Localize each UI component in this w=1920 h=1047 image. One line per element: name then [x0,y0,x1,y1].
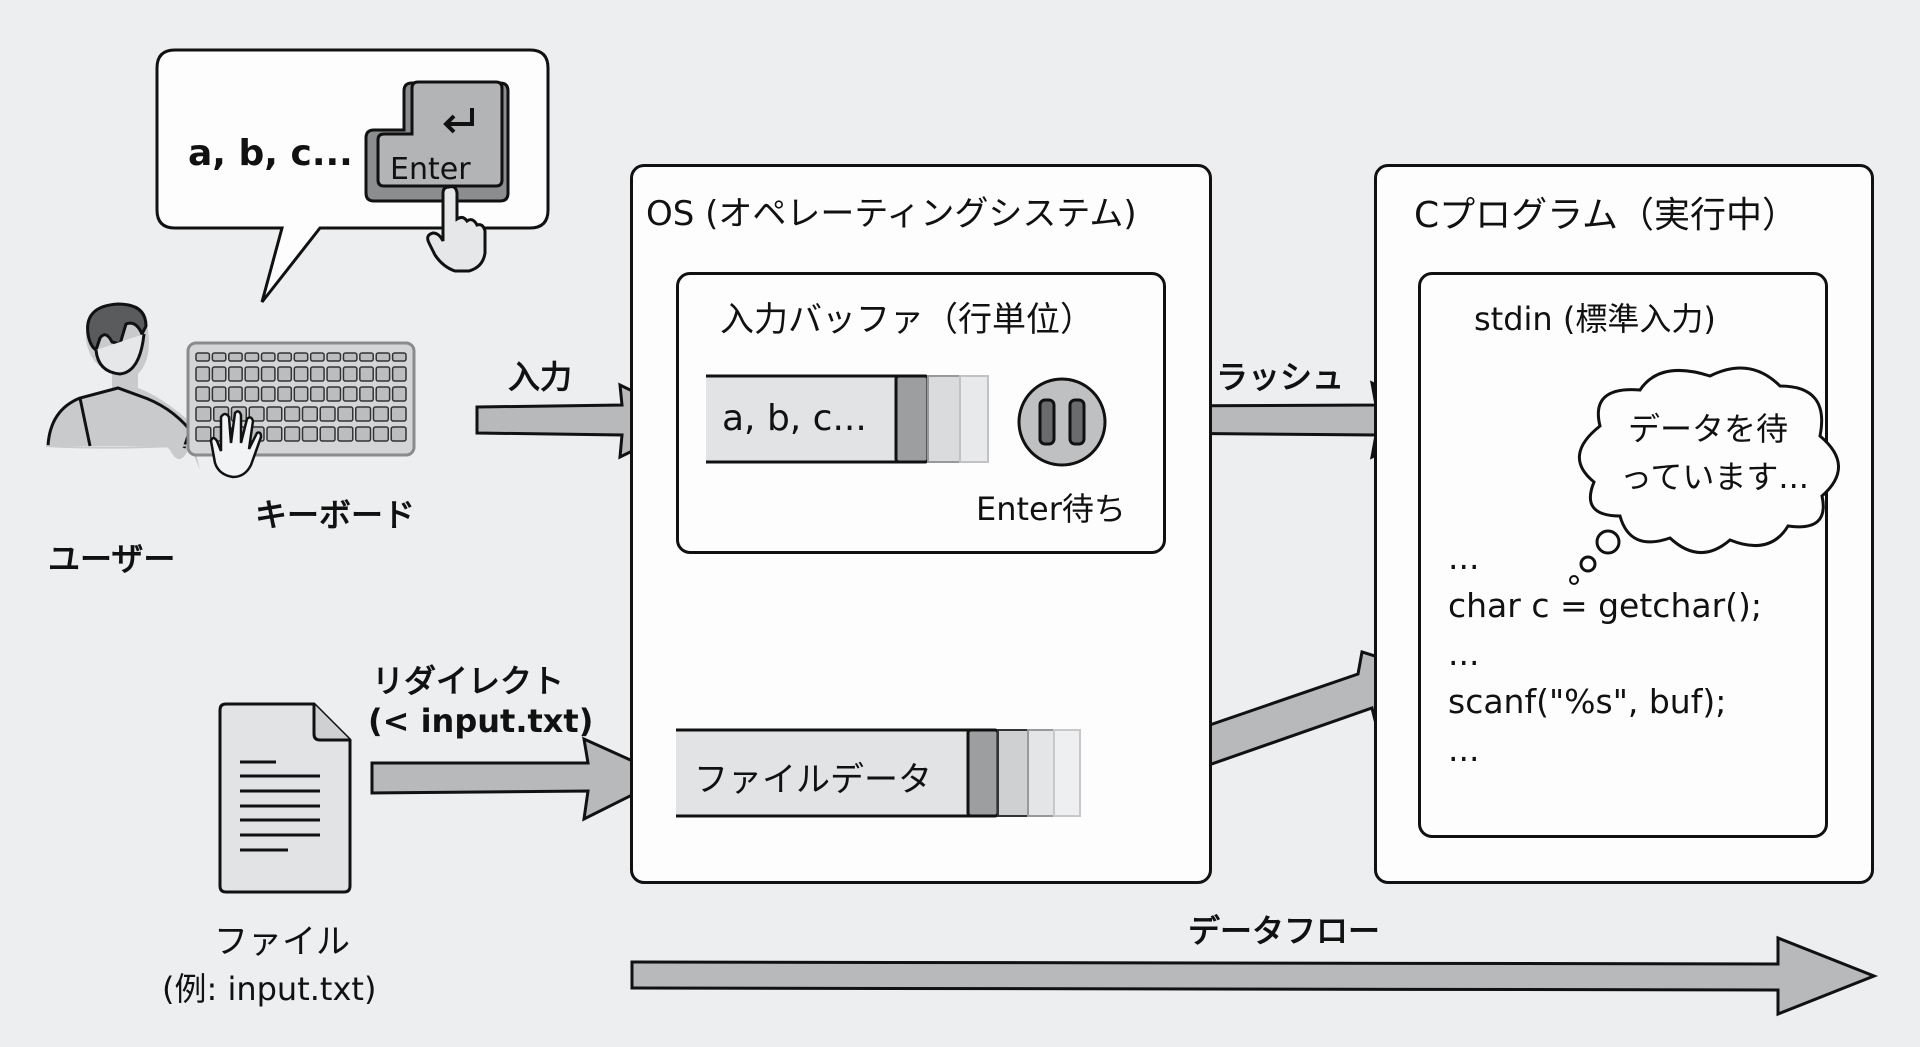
keyboard-key [375,366,391,382]
keyboard-key [326,386,342,402]
enter-key-icon [364,80,510,203]
keyboard-key [260,366,276,382]
keyboard-key [319,406,336,422]
code-line: ... [1448,538,1480,577]
keyboard-key [211,386,227,402]
keyboard-key [390,426,407,442]
keyboard-key [248,406,265,422]
file-label: ファイル [214,922,350,962]
keyboard-key [266,406,283,422]
keyboard-key [228,386,243,402]
keyboard-key [195,426,212,442]
keyboard-key [277,352,293,362]
keyboard-key [195,386,211,402]
keyboard-key [260,386,276,402]
keyboard-key [284,426,301,442]
keyboard-key [326,366,342,382]
keyboard-key [337,406,354,422]
keyboard-key [211,366,227,382]
keyboard-key [309,366,325,382]
keyboard-key [266,426,283,442]
dataflow-label: データフロー [1188,912,1381,950]
keyboard-key [355,406,372,422]
keyboard-key [391,366,407,382]
input-arrow-label: 入力 [508,358,573,396]
redirect-arrow-label: リダイレクト [372,662,565,700]
keyboard-key [293,386,309,402]
keyboard-key [309,352,325,362]
typing-hand-icon [209,410,263,479]
code-block: ... char c = getchar(); ... scanf("%s", … [1448,534,1762,774]
keyboard-key [372,406,389,422]
keyboard-key [342,366,358,382]
keyboard-key [337,426,354,442]
keyboard-key [342,352,358,362]
enter-key-label: Enter [390,152,471,187]
input-buffer-title: 入力バッファ（行単位） [720,300,1094,340]
keyboard-key [359,366,374,382]
buffer-tube [706,374,989,464]
pause-icon [1017,377,1107,467]
stdin-title: stdin (標準入力) [1474,300,1716,338]
redirect-arrow [370,736,672,822]
os-title: OS (オペレーティングシステム) [646,194,1137,234]
thought-cloud [1569,366,1840,585]
code-line: ... [1448,730,1480,769]
keyboard-key [211,352,227,362]
stdin-box [1418,272,1828,838]
c-program-title: Cプログラム（実行中） [1414,195,1799,236]
keyboard-key [301,406,318,422]
keyboard-key [277,386,293,402]
thought-text-line2: っています... [1620,458,1809,496]
keyboard-key [244,352,260,362]
redirect-command: (< input.txt) [368,702,594,740]
thought-text-line1: データを待 [1628,410,1789,448]
keyboard-key [359,352,374,362]
keyboard-key [375,386,391,402]
keyboard-key [244,366,260,382]
keyboard-key [391,352,407,362]
speech-bubble-text: a, b, c... [188,133,353,174]
user-icon [45,302,211,470]
file-document-icon [218,702,352,894]
buffer-content: a, b, c... [722,398,867,439]
pointing-hand-icon [426,185,487,273]
enter-wait-label: Enter待ち [976,490,1126,528]
keyboard-key [375,352,391,362]
code-line: char c = getchar(); [1448,586,1763,625]
keyboard-key [326,352,342,362]
keyboard-key [390,406,407,422]
keyboard-key [391,386,407,402]
keyboard-key [372,426,389,442]
keyboard-key [195,406,212,422]
keyboard-key [244,386,260,402]
file-example: (例: input.txt) [162,970,377,1008]
file-data-tube [676,728,1081,818]
code-line: ... [1448,634,1480,673]
keyboard-label: キーボード [255,496,416,534]
keyboard-key [293,352,309,362]
keyboard-key [319,426,336,442]
keyboard-key [355,426,372,442]
keyboard-key [228,352,243,362]
keyboard-key [228,366,243,382]
keyboard-key [195,366,211,382]
keyboard-key [284,406,301,422]
keyboard-key [195,352,211,362]
keyboard-key [342,386,358,402]
keyboard-key [301,426,318,442]
code-line: scanf("%s", buf); [1448,682,1727,721]
keyboard-key [359,386,374,402]
keyboard-key [260,352,276,362]
keyboard-key [293,366,309,382]
file-data-label: ファイルデータ [694,760,932,800]
keyboard-key [277,366,293,382]
keyboard-key [309,386,325,402]
dataflow-arrow [630,935,1879,1017]
user-label: ユーザー [48,540,176,578]
